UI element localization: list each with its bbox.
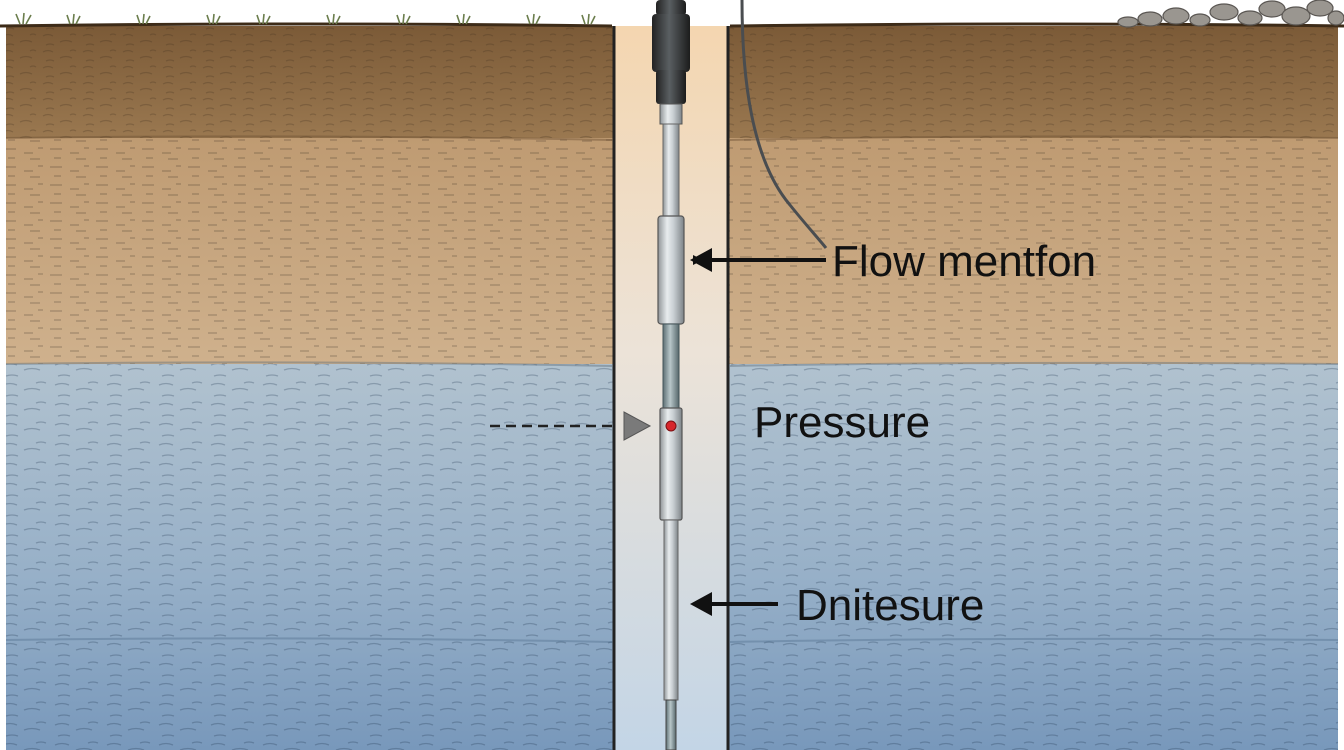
- pressure-arrowhead: [623, 411, 652, 441]
- surface-rocks-icon: [1117, 0, 1344, 28]
- probe-cable-icon: [740, 0, 828, 249]
- callout-arrows: [490, 248, 826, 616]
- flow-label: Flow mentfon: [832, 237, 1097, 286]
- surface-grass-icon: [15, 12, 596, 25]
- pressure-label: Pressure: [754, 398, 931, 447]
- pressure-sensor-dot-icon: [665, 420, 677, 432]
- flow-arrowhead: [690, 248, 712, 272]
- density-arrowhead: [690, 592, 712, 616]
- density-label: Dnitesure: [796, 581, 985, 630]
- surface: [0, 0, 1344, 28]
- probe: [652, 0, 690, 750]
